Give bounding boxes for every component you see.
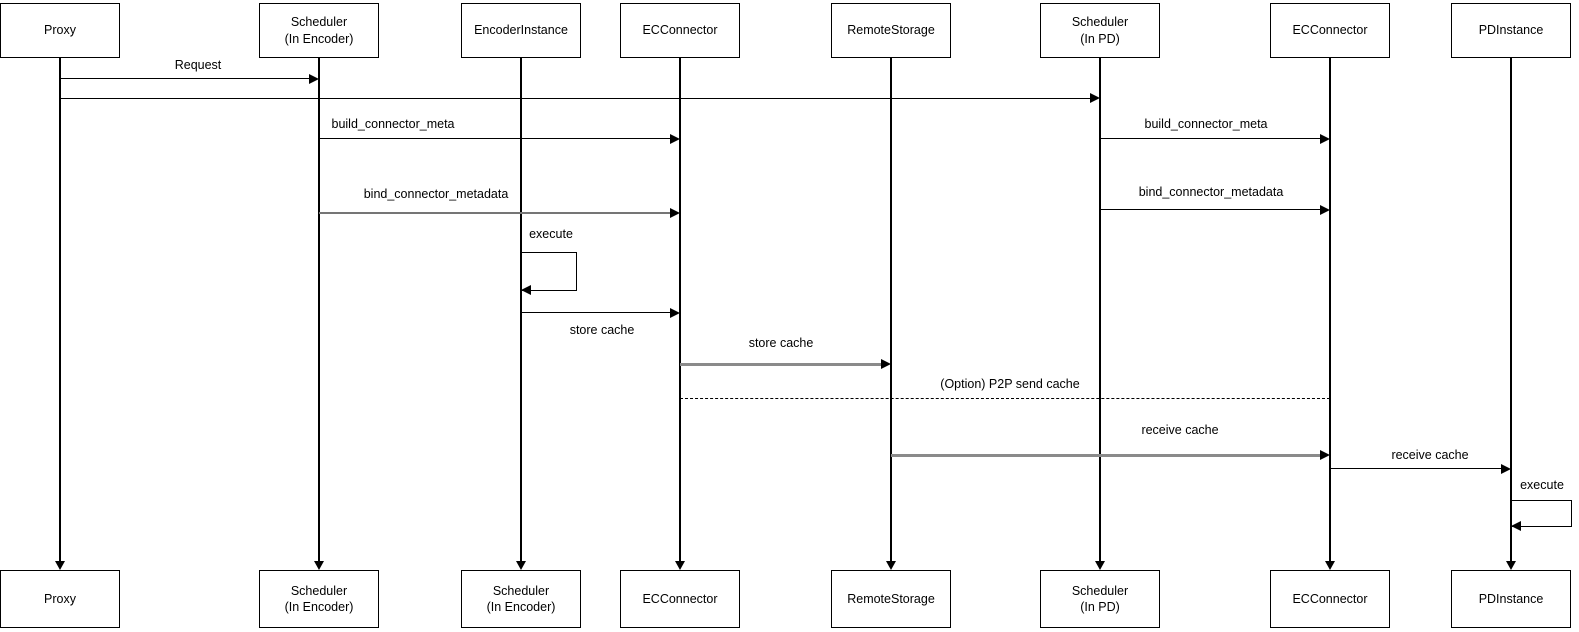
message-label-p2p-send-cache: (Option) P2P send cache: [938, 377, 1082, 391]
message-label-build-connector-meta-right: build_connector_meta: [1142, 117, 1270, 131]
message-arrow-store-cache-encoder: [521, 312, 670, 314]
participant-scheduler-encoder-bottom: Scheduler (In Encoder): [259, 570, 379, 628]
participant-scheduler-encoder-top: Scheduler (In Encoder): [259, 3, 379, 58]
arrowhead-icon: [309, 74, 319, 84]
participant-remote-storage-bottom: RemoteStorage: [831, 570, 951, 628]
lifeline-ecconnector-right: [1329, 58, 1331, 561]
lifeline-remote-storage: [890, 58, 892, 561]
participant-ecconnector-left-bottom: ECConnector: [620, 570, 740, 628]
arrowhead-icon: [1511, 520, 1521, 531]
lifeline-proxy: [59, 58, 61, 561]
arrowhead-icon: [1320, 450, 1330, 460]
message-label-build-connector-meta-left: build_connector_meta: [329, 117, 457, 131]
participant-label: EncoderInstance: [474, 23, 568, 38]
participant-scheduler-pd-top: Scheduler (In PD): [1040, 3, 1160, 58]
message-label-bind-connector-metadata-left: bind_connector_metadata: [361, 187, 511, 201]
message-arrow-request: [60, 78, 309, 80]
arrowhead-icon: [670, 308, 680, 318]
message-arrow-bind-connector-metadata-left: [319, 211, 670, 214]
participant-label: (In Encoder): [486, 600, 556, 614]
participant-pdinstance-bottom: PDInstance: [1451, 570, 1571, 628]
message-label-store-cache-encoder: store cache: [567, 323, 637, 337]
message-label-receive-cache-pd: receive cache: [1389, 448, 1471, 462]
participant-label: Proxy: [44, 591, 76, 606]
lifeline-arrowhead-icon: [1325, 561, 1335, 570]
participant-remote-storage-top: RemoteStorage: [831, 3, 951, 58]
message-arrow-build-connector-meta-right: [1100, 138, 1320, 140]
lifeline-arrowhead-icon: [516, 561, 526, 570]
message-label-execute-pd: execute: [1518, 478, 1566, 492]
arrowhead-icon: [1090, 93, 1100, 104]
participant-label: ECConnector: [642, 23, 718, 38]
participant-label: PDInstance: [1478, 23, 1544, 38]
arrowhead-icon: [881, 359, 891, 369]
participant-label: ECConnector: [1292, 591, 1368, 606]
lifeline-arrowhead-icon: [675, 561, 685, 570]
message-arrow-bind-connector-metadata-right: [1100, 209, 1320, 211]
lifeline-arrowhead-icon: [1095, 561, 1105, 570]
lifeline-scheduler-pd: [1099, 58, 1101, 561]
participant-label: Scheduler: [1071, 15, 1129, 30]
participant-label: (In Encoder): [284, 31, 354, 46]
participant-label: RemoteStorage: [847, 591, 935, 606]
message-selfloop-execute-pd: [1511, 500, 1572, 528]
message-selfloop-execute-encoder: [521, 252, 577, 292]
participant-label: Proxy: [44, 23, 76, 38]
participant-pdinstance-top: PDInstance: [1451, 3, 1571, 58]
lifeline-scheduler-encoder: [318, 58, 320, 561]
message-label-request: Request: [172, 58, 224, 72]
participant-label: (In PD): [1080, 600, 1120, 614]
arrowhead-icon: [1320, 134, 1330, 144]
message-arrow-receive-cache-ec: [891, 453, 1320, 457]
participant-encoder-instance-top: EncoderInstance: [461, 3, 581, 58]
message-arrow-receive-cache-pd: [1330, 468, 1501, 470]
lifeline-arrowhead-icon: [886, 561, 896, 570]
participant-scheduler-pd-bottom: Scheduler (In PD): [1040, 570, 1160, 628]
message-label-receive-cache-ec: receive cache: [1139, 423, 1221, 437]
participant-label: Scheduler: [290, 15, 348, 30]
message-arrow-store-cache-remote: [680, 362, 881, 366]
message-dashed-p2p-send-cache: [680, 398, 1330, 400]
message-arrow-build-connector-meta-left: [319, 138, 670, 140]
participant-ecconnector-right-top: ECConnector: [1270, 3, 1390, 58]
arrowhead-icon: [670, 207, 680, 218]
participant-label: (In PD): [1080, 31, 1120, 46]
participant-ecconnector-left-top: ECConnector: [620, 3, 740, 58]
lifeline-pdinstance: [1510, 58, 1512, 561]
participant-label: Scheduler: [1071, 583, 1129, 598]
lifeline-arrowhead-icon: [55, 561, 65, 570]
lifeline-encoder-instance: [520, 58, 522, 561]
arrowhead-icon: [670, 134, 680, 144]
participant-scheduler-encoder2-bottom: Scheduler (In Encoder): [461, 570, 581, 628]
participant-ecconnector-right-bottom: ECConnector: [1270, 570, 1390, 628]
message-arrow-proxy-to-scheduler-pd: [60, 97, 1090, 99]
participant-label: Scheduler: [290, 583, 348, 598]
message-label-store-cache-remote: store cache: [746, 336, 816, 350]
participant-label: PDInstance: [1478, 591, 1544, 606]
arrowhead-icon: [1320, 205, 1330, 215]
participant-proxy-top: Proxy: [0, 3, 120, 58]
participant-label: Scheduler: [492, 583, 550, 598]
lifeline-ecconnector-left: [679, 58, 681, 561]
arrowhead-icon: [1501, 464, 1511, 474]
participant-label: RemoteStorage: [847, 23, 935, 38]
lifeline-arrowhead-icon: [1506, 561, 1516, 570]
participant-label: ECConnector: [1292, 23, 1368, 38]
message-label-execute-encoder: execute: [527, 227, 575, 241]
message-label-bind-connector-metadata-right: bind_connector_metadata: [1136, 185, 1286, 199]
participant-label: ECConnector: [642, 591, 718, 606]
lifeline-arrowhead-icon: [314, 561, 324, 570]
participant-proxy-bottom: Proxy: [0, 570, 120, 628]
arrowhead-icon: [521, 284, 531, 295]
participant-label: (In Encoder): [284, 600, 354, 614]
